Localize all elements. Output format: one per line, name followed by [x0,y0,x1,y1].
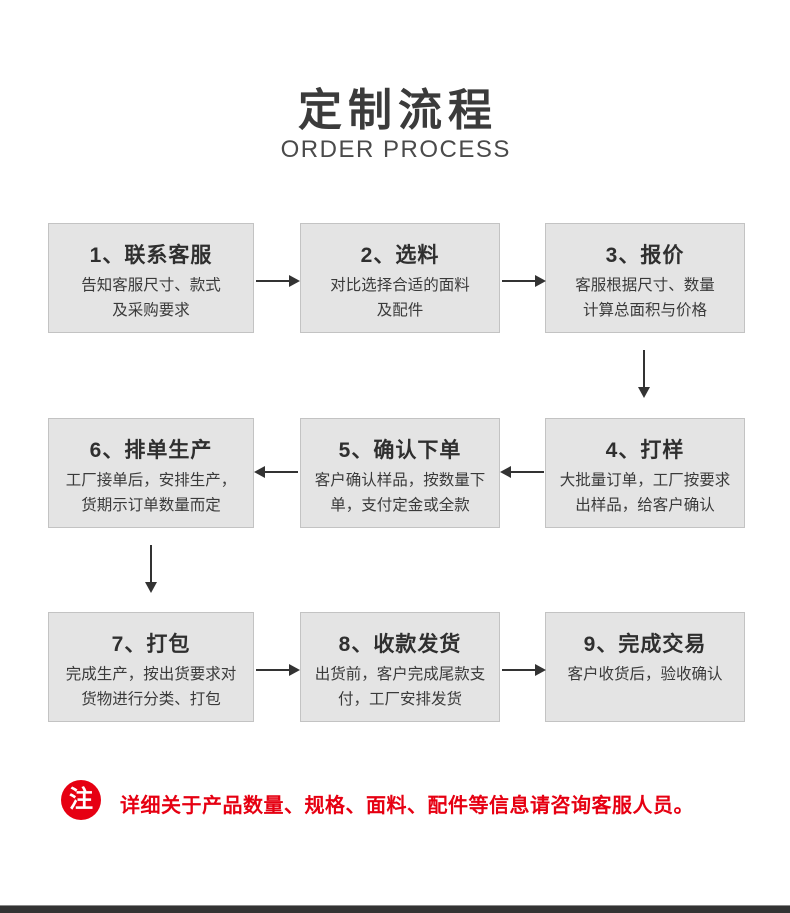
arrow-right-icon [502,275,546,287]
step-line: 付，工厂安排发货 [337,690,462,708]
step-title: 3、报价 [605,244,685,267]
step-title: 5、确认下单 [338,439,462,462]
step-body: 告知客服尺寸、款式 及采购要求 [49,274,253,324]
step-box-4: 4、打样 大批量订单，工厂按要求 出样品，给客户确认 [545,418,745,528]
arrow-left-icon [254,466,298,478]
step-title: 1、联系客服 [89,244,213,267]
step-body: 客户收货后，验收确认 [546,663,744,688]
step-line: 告知客服尺寸、款式 [81,277,221,294]
step-title: 8、收款发货 [338,633,462,656]
note-text: 详细关于产品数量、规格、面料、配件等信息请咨询客服人员。 [120,795,694,817]
step-box-3: 3、报价 客服根据尺寸、数量 计算总面积与价格 [545,223,745,333]
arrow-down-icon [145,545,157,593]
step-line: 对比选择合适的面料 [330,277,470,294]
step-title: 9、完成交易 [583,633,707,656]
step-body: 对比选择合适的面料 及配件 [301,274,499,324]
step-line: 出货前，客户完成尾款支 [314,666,486,683]
bottom-section-divider [0,905,790,913]
page-title: 定制流程 [298,86,498,135]
arrow-right-icon [256,664,300,676]
step-box-5: 5、确认下单 客户确认样品，按数量下 单，支付定金或全款 [300,418,500,528]
step-body: 客户确认样品，按数量下 单，支付定金或全款 [301,469,499,519]
step-line: 客户确认样品，按数量下 [314,472,486,489]
arrow-left-icon [500,466,544,478]
step-box-6: 6、排单生产 工厂接单后，安排生产， 货期示订单数量而定 [48,418,254,528]
step-body: 大批量订单，工厂按要求 出样品，给客户确认 [546,469,744,519]
step-line: 客服根据尺寸、数量 [575,277,715,294]
step-line: 货物进行分类、打包 [81,690,221,708]
step-title: 6、排单生产 [89,439,213,462]
step-line: 及配件 [376,301,424,319]
step-box-2: 2、选料 对比选择合适的面料 及配件 [300,223,500,333]
step-body: 工厂接单后，安排生产， 货期示订单数量而定 [49,469,253,519]
arrow-down-icon [638,350,650,398]
step-body: 完成生产，按出货要求对 货物进行分类、打包 [49,663,253,713]
step-box-7: 7、打包 完成生产，按出货要求对 货物进行分类、打包 [48,612,254,722]
step-title: 7、打包 [111,633,191,656]
step-body: 出货前，客户完成尾款支 付，工厂安排发货 [301,663,499,713]
step-title: 4、打样 [605,439,685,462]
step-line: 客户收货后，验收确认 [567,666,723,683]
arrow-right-icon [502,664,546,676]
note-badge-icon: 注 [61,780,101,820]
step-box-1: 1、联系客服 告知客服尺寸、款式 及采购要求 [48,223,254,333]
step-box-8: 8、收款发货 出货前，客户完成尾款支 付，工厂安排发货 [300,612,500,722]
step-line: 大批量订单，工厂按要求 [559,472,731,489]
step-line: 计算总面积与价格 [582,301,707,319]
page-subtitle: ORDER PROCESS [280,136,511,163]
step-line: 出样品，给客户确认 [575,496,715,514]
step-line: 工厂接单后，安排生产， [65,472,237,489]
step-line: 完成生产，按出货要求对 [65,666,237,683]
step-box-9: 9、完成交易 客户收货后，验收确认 [545,612,745,722]
step-title: 2、选料 [360,244,440,267]
step-line: 货期示订单数量而定 [81,496,221,514]
step-line: 单，支付定金或全款 [330,496,470,514]
arrow-right-icon [256,275,300,287]
step-body: 客服根据尺寸、数量 计算总面积与价格 [546,274,744,324]
step-line: 及采购要求 [112,301,190,319]
